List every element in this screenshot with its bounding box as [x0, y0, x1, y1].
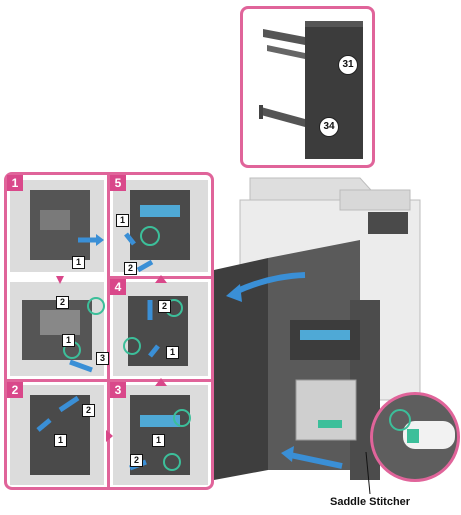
step1b-label-3: 3	[96, 352, 109, 365]
step5-label-2: 2	[124, 262, 137, 275]
step-badge-4: 4	[110, 279, 126, 295]
finisher-overview-frame: 31 34	[240, 6, 375, 168]
lever-marker	[389, 409, 411, 431]
step5-label-1: 1	[116, 214, 129, 227]
step2-label-2: 2	[82, 404, 95, 417]
callout-lower-tray: 34	[319, 117, 339, 137]
callout-upper-tray: 31	[338, 55, 358, 75]
step-badge-3: 3	[110, 382, 126, 398]
step-badge-1: 1	[7, 175, 23, 191]
step-badge-2: 2	[7, 382, 23, 398]
step4-label-1: 1	[166, 346, 179, 359]
step3-label-1: 1	[152, 434, 165, 447]
step-badge-5: 5	[110, 175, 126, 191]
zoom-inset	[370, 392, 460, 482]
step4-label-2: 2	[158, 300, 171, 313]
step1b-label-1: 1	[62, 334, 75, 347]
lever-knob	[407, 429, 419, 443]
step2-label-1: 1	[54, 434, 67, 447]
saddle-stitcher-caption: Saddle Stitcher	[330, 496, 411, 508]
divider-horizontal-2	[7, 379, 211, 382]
step3-label-2: 2	[130, 454, 143, 467]
step1b-label-2: 2	[56, 296, 69, 309]
step1a-label-1: 1	[72, 256, 85, 269]
finisher-illustration	[259, 21, 363, 159]
divider-vertical	[107, 175, 110, 487]
